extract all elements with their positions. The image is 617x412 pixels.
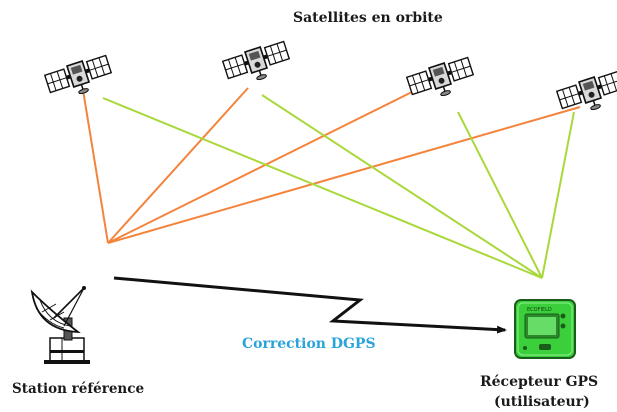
receiver-sublabel: (utilisateur) [494,394,590,410]
green-links [102,94,575,279]
page-title: Satellites en orbite [293,10,443,26]
orange-links [82,87,581,244]
link-sat1-station [82,89,109,244]
link-sat4-station [107,106,581,244]
device-brand: ECOFIELD [527,307,552,313]
satellite-icon [221,38,294,90]
link-sat3-receiver [457,111,543,279]
satellite-icon [43,52,116,104]
link-sat2-receiver [261,94,543,279]
correction-arrow [113,276,507,334]
satellite-dish-icon [30,286,90,364]
link-sat4-receiver [541,111,575,279]
gps-receiver-icon: ECOFIELD [514,299,576,359]
station-label: Station référence [12,381,145,397]
link-sat3-station [107,87,421,244]
link-sat1-receiver [102,97,543,279]
correction-label: Correction DGPS [242,336,376,352]
link-sat2-station [107,87,249,244]
receiver-label: Récepteur GPS [480,374,599,390]
satellite-icon [405,54,478,106]
